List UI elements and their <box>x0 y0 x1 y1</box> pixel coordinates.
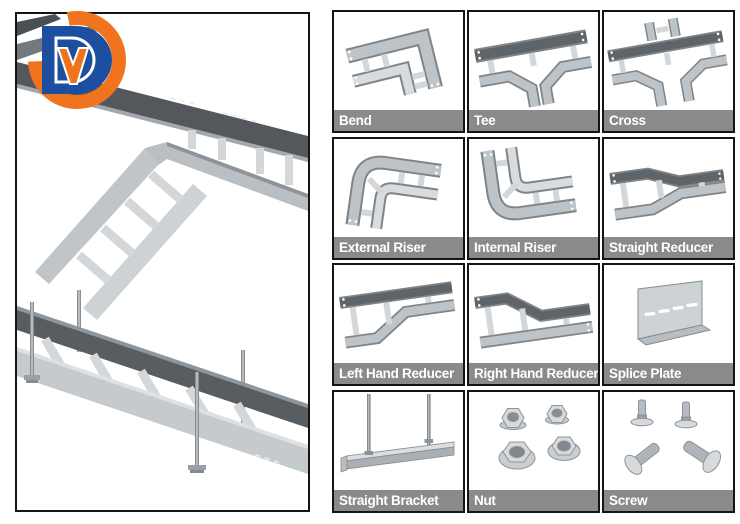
dy-logo-icon <box>28 11 126 109</box>
product-label: Nut <box>469 489 598 511</box>
internal-riser-thumbnail <box>469 139 598 237</box>
straight-bracket-icon <box>340 393 455 473</box>
hero-product-photo[interactable] <box>15 12 310 512</box>
brand-logo <box>20 5 138 119</box>
product-cell-bend[interactable]: Bend <box>332 10 465 133</box>
product-cell-internal-riser[interactable]: Internal Riser <box>467 136 600 260</box>
product-cell-nut[interactable]: Nut <box>467 389 600 513</box>
product-label: Cross <box>604 110 733 131</box>
right-hand-reducer-thumbnail <box>469 265 598 363</box>
tee-thumbnail <box>469 12 598 110</box>
straight-reducer-icon <box>609 167 727 221</box>
nut-thumbnail <box>469 392 598 490</box>
product-label: Tee <box>469 110 598 131</box>
right-hand-reducer-icon <box>474 292 594 349</box>
product-label: External Riser <box>334 236 463 258</box>
bend-fitting-icon <box>345 28 443 96</box>
cross-fitting-icon <box>607 17 728 107</box>
product-label: Screw <box>604 489 733 511</box>
nut-icon <box>498 404 581 470</box>
screw-thumbnail <box>604 392 733 490</box>
product-label: Right Hand Reducer <box>469 363 598 385</box>
product-cell-tee[interactable]: Tee <box>467 10 600 133</box>
tee-fitting-icon <box>474 29 593 108</box>
product-cell-left-hand-reducer[interactable]: Left Hand Reducer <box>332 263 465 387</box>
external-riser-thumbnail <box>334 139 463 237</box>
product-cell-cross[interactable]: Cross <box>602 10 735 133</box>
splice-plate-thumbnail <box>604 265 733 363</box>
product-label: Bend <box>334 110 463 131</box>
cable-tray-assembly-illustration <box>17 14 308 474</box>
product-label: Straight Bracket <box>334 489 463 511</box>
bend-thumbnail <box>334 12 463 110</box>
product-cell-right-hand-reducer[interactable]: Right Hand Reducer <box>467 263 600 387</box>
product-label: Straight Reducer <box>604 236 733 258</box>
straight-reducer-thumbnail <box>604 139 733 237</box>
left-hand-reducer-icon <box>339 281 456 349</box>
product-label: Internal Riser <box>469 236 598 258</box>
product-cell-external-riser[interactable]: External Riser <box>332 136 465 260</box>
product-label: Splice Plate <box>604 363 733 385</box>
left-hand-reducer-thumbnail <box>334 265 463 363</box>
product-cell-splice-plate[interactable]: Splice Plate <box>602 263 735 387</box>
product-label: Left Hand Reducer <box>334 363 463 385</box>
product-cell-screw[interactable]: Screw <box>602 389 735 513</box>
screw-icon <box>624 399 722 475</box>
product-grid: Bend Tee <box>332 10 735 513</box>
internal-riser-icon <box>480 146 577 220</box>
product-cell-straight-reducer[interactable]: Straight Reducer <box>602 136 735 260</box>
straight-bracket-thumbnail <box>334 392 463 490</box>
splice-plate-icon <box>636 280 712 346</box>
cross-thumbnail <box>604 12 733 110</box>
product-cell-straight-bracket[interactable]: Straight Bracket <box>332 389 465 513</box>
external-riser-icon <box>345 155 442 229</box>
